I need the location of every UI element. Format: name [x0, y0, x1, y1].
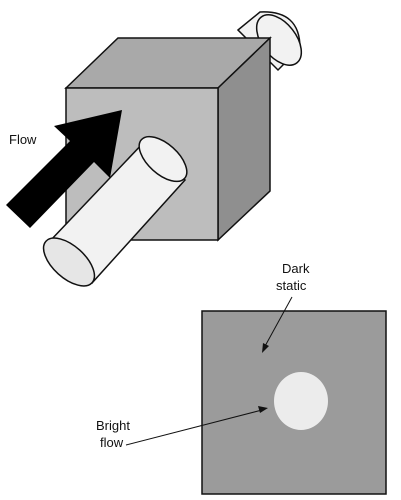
dark-static-label-line2: static	[276, 278, 307, 293]
bright-flow-pointer	[125, 409, 263, 446]
bright-flow-label-line2: flow	[100, 435, 124, 450]
front-tube-end-inner	[138, 135, 188, 183]
mr-image	[201, 310, 387, 495]
bright-flow-arrowhead	[258, 406, 268, 413]
bright-flow-spot	[274, 372, 328, 430]
front-tube	[42, 135, 188, 287]
front-tube-cap	[42, 237, 96, 287]
dark-static-label-line1: Dark	[282, 261, 310, 276]
bright-flow-label-line1: Bright	[96, 418, 130, 433]
flow-label: Flow	[9, 132, 37, 147]
dark-static-arrowhead	[262, 343, 269, 353]
flow-arrow	[6, 110, 122, 228]
dark-static-pointer	[263, 296, 293, 349]
